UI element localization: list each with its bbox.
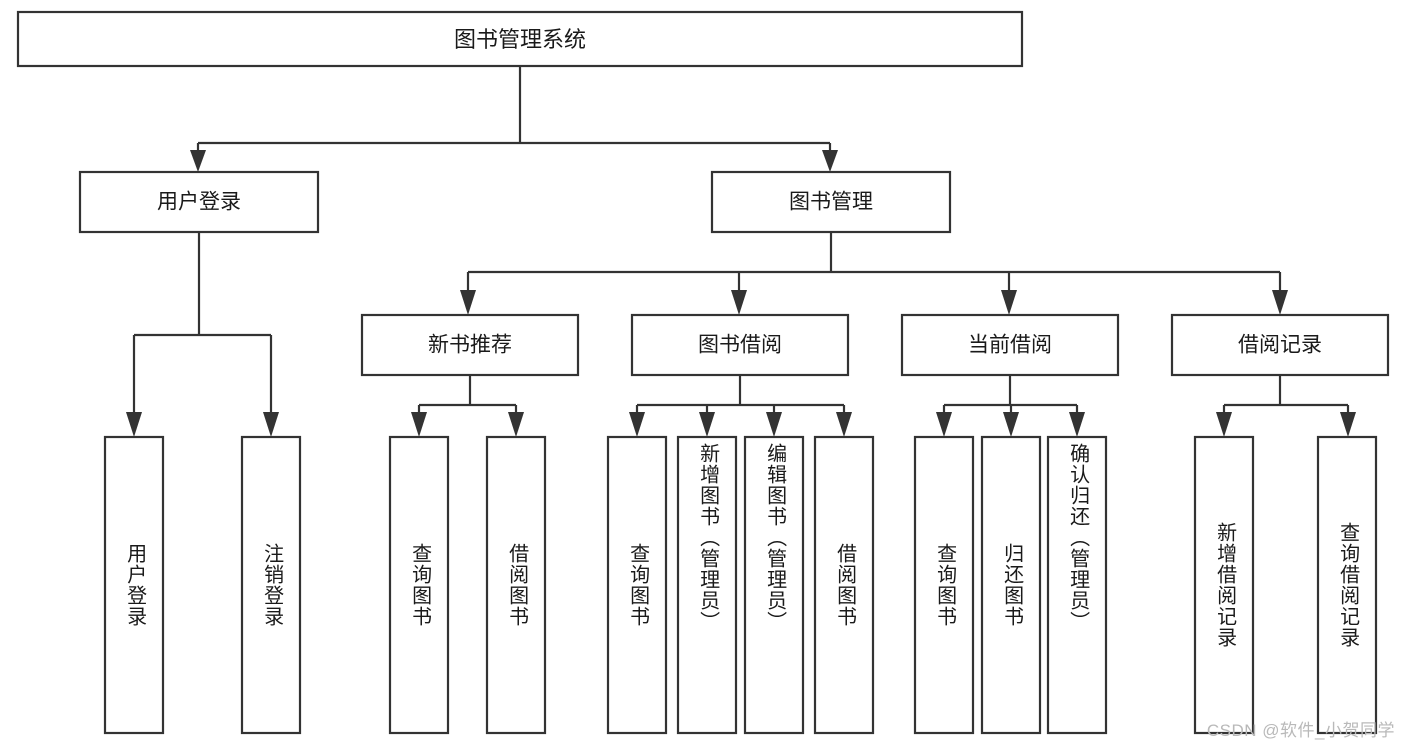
arrow-to-leaf-logout [263,412,279,437]
connector-borrowrecord-to-leaves [1216,375,1356,437]
leaf-box-logout[interactable] [240,435,302,735]
leaf-box-add-record[interactable] [1193,435,1255,735]
leaf-box-query-record[interactable] [1316,435,1378,735]
book-borrow-box[interactable] [630,313,850,377]
arrow-to-leaf-return-book [1003,412,1019,437]
borrow-record-box[interactable] [1170,313,1390,377]
connector-userlogin-to-leaves [126,232,279,437]
book-borrow-label: 图书借阅 [698,334,782,357]
arrow-to-leaf-edit-book [766,412,782,437]
leaf-box-confirm-return[interactable] [1046,435,1108,735]
connector-bookborrow-to-leaves [629,375,852,437]
leaf-box-edit-book[interactable] [743,435,805,735]
node-root[interactable]: 图书管理系统 [16,10,1024,68]
connector-currentborrow-to-leaves [936,375,1085,437]
arrow-to-leaf-query-book-b [629,412,645,437]
arrow-to-leaf-confirm-return [1069,412,1085,437]
arrow-to-leaf-add-book [699,412,715,437]
leaf-box-query-book-b[interactable] [606,435,668,735]
book-manage-label: 图书管理 [789,191,873,214]
connector-newbook-to-leaves [411,375,524,437]
new-book-recommend-box[interactable] [360,313,580,377]
arrow-to-leaf-query-book-c [936,412,952,437]
borrow-record-label: 借阅记录 [1238,334,1322,357]
arrow-to-leaf-borrow-book-a [508,412,524,437]
connector-root-to-level2 [190,66,838,172]
arrow-to-book-borrow [731,290,747,315]
connector-bookmanage-to-level3 [460,232,1288,315]
leaf-box-query-book-a[interactable] [388,435,450,735]
csdn-watermark: CSDN @软件_小贺同学 [1206,721,1395,740]
root-label: 图书管理系统 [454,27,586,52]
arrow-to-leaf-add-record [1216,412,1232,437]
node-borrow-record[interactable]: 借阅记录 [1170,313,1390,377]
leaf-box-borrow-book-a[interactable] [485,435,547,735]
new-book-recommend-label: 新书推荐 [428,334,512,357]
leaf-box-query-book-c[interactable] [913,435,975,735]
leaf-box-borrow-book-b[interactable] [813,435,875,735]
arrow-to-current-borrow [1001,290,1017,315]
current-borrow-box[interactable] [900,313,1120,377]
arrow-to-leaf-user-login [126,412,142,437]
arrow-to-leaf-query-book-a [411,412,427,437]
arrow-to-leaf-query-record [1340,412,1356,437]
leaf-box-return-book[interactable] [980,435,1042,735]
node-new-book-recommend[interactable]: 新书推荐 [360,313,580,377]
node-book-borrow[interactable]: 图书借阅 [630,313,850,377]
current-borrow-label: 当前借阅 [968,334,1052,357]
user-login-label: 用户登录 [157,191,241,214]
node-user-login[interactable]: 用户登录 [78,170,320,234]
node-book-manage[interactable]: 图书管理 [710,170,952,234]
leaf-box-add-book[interactable] [676,435,738,735]
arrow-to-new-book-recommend [460,290,476,315]
leaf-box-user-login[interactable] [103,435,165,735]
node-current-borrow[interactable]: 当前借阅 [900,313,1120,377]
arrow-to-borrow-record [1272,290,1288,315]
arrow-to-user-login [190,150,206,172]
arrow-to-book-manage [822,150,838,172]
book-manage-box[interactable] [710,170,952,234]
root-box[interactable] [16,10,1024,68]
arrow-to-leaf-borrow-book-b [836,412,852,437]
